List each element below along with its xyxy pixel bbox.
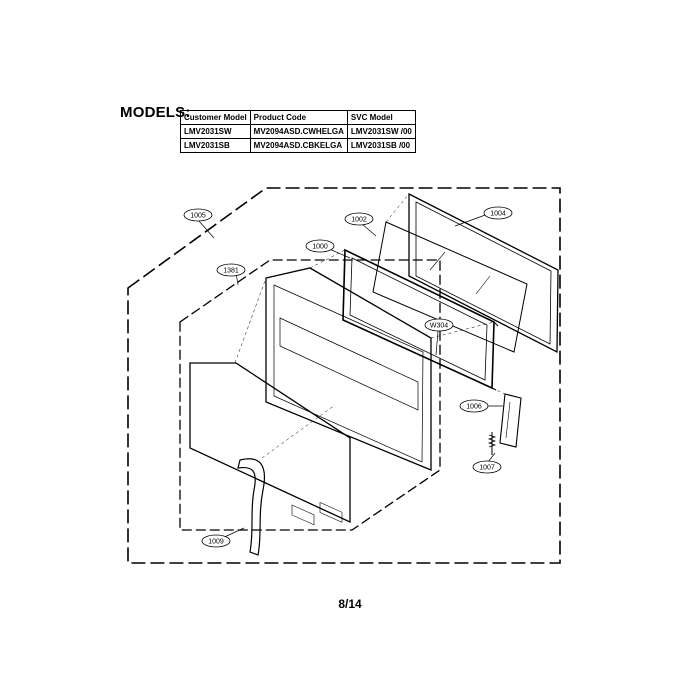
callout-1009: 1009	[201, 534, 231, 548]
assembly-boundary-1005	[127, 187, 561, 564]
assembly-boundary-1381	[179, 259, 441, 531]
callout-label-1005: 1005	[190, 213, 206, 220]
callout-label-1007: 1007	[479, 465, 495, 472]
page-number: 8/14	[338, 597, 362, 611]
door-handle-1009	[237, 458, 265, 556]
models-table: Customer Model Product Code SVC Model LM…	[180, 110, 416, 153]
callout-label-1002: 1002	[351, 217, 367, 224]
callout-1381: 1381	[216, 263, 246, 277]
latch-spring-1007	[487, 432, 497, 455]
callout-label-1004: 1004	[490, 211, 506, 218]
callout-W304: W304	[424, 318, 454, 332]
callout-label-1000: 1000	[312, 244, 328, 251]
callout-1007: 1007	[472, 460, 502, 474]
callout-label-1006: 1006	[466, 404, 482, 411]
door-latch-1006	[499, 393, 522, 448]
callout-label-W304: W304	[430, 323, 448, 330]
glass-panel-1002	[372, 221, 528, 353]
callout-1006: 1006	[459, 399, 489, 413]
inner-door-1000	[342, 248, 499, 391]
callout-1005: 1005	[183, 208, 213, 222]
table-row: LMV2031SB MV2094ASD.CBKELGA LMV2031SB /0…	[180, 138, 416, 153]
door-frame-1004	[408, 192, 559, 354]
models-label: MODELS:	[120, 104, 191, 121]
front-frame-1381	[265, 267, 432, 526]
callout-1002: 1002	[344, 212, 374, 226]
cell-product-code: MV2094ASD.CBKELGA	[249, 138, 348, 153]
callout-label-1009: 1009	[208, 539, 224, 546]
cell-svc-model: LMV2031SB /00	[346, 138, 416, 153]
front-glass	[189, 362, 351, 524]
cell-customer-model: LMV2031SB	[180, 138, 251, 153]
callout-1000: 1000	[305, 239, 335, 253]
assembly-guide-lines	[234, 193, 506, 459]
callout-1004: 1004	[483, 206, 513, 220]
models-table-header-row: Customer Model Product Code SVC Model	[180, 110, 416, 125]
callout-label-1381: 1381	[223, 268, 239, 275]
